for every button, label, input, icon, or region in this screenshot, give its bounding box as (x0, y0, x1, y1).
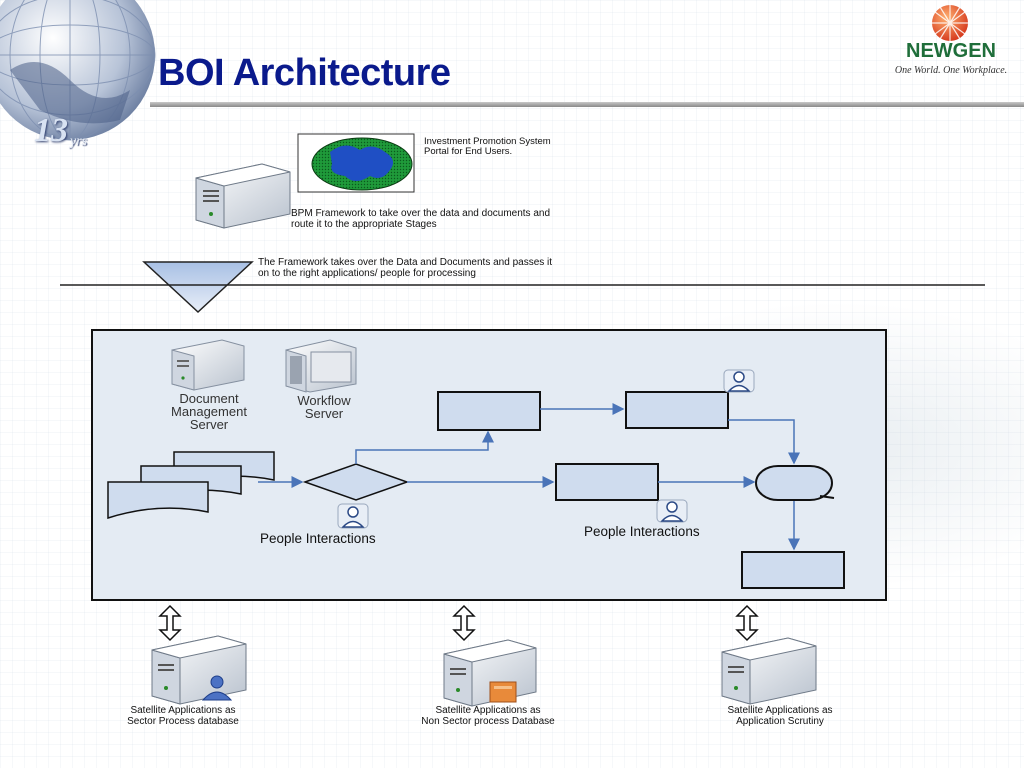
page-title: BOI Architecture (158, 52, 451, 94)
people-interactions-label-left: People Interactions (260, 531, 376, 546)
people-interactions-label-right: People Interactions (584, 524, 700, 539)
process-box-bottom-right (741, 551, 845, 589)
terminator-node (755, 465, 833, 501)
connector-top-right-to-terminator (728, 419, 800, 465)
years-badge: 13 yrs (30, 108, 100, 158)
satellite-label-sector: Satellite Applications as Sector Process… (127, 705, 239, 727)
process-box-middle (555, 463, 659, 501)
sector-database-server-icon (151, 635, 247, 705)
person-icon (656, 499, 688, 523)
newgen-logo: NEWGEN One World. One Workplace. (880, 4, 1022, 80)
badge-unit: yrs (70, 134, 88, 149)
documents-stack-icon (107, 451, 275, 520)
terminator-tail (819, 495, 835, 499)
badge-number: 13 (34, 112, 68, 149)
document-management-server-icon (171, 339, 245, 391)
globe-decoration (0, 0, 156, 141)
brand-tagline: One World. One Workplace. (894, 65, 1008, 76)
bidirectional-arrow-icon (158, 604, 182, 642)
portal-annotation: Investment Promotion System Portal for E… (424, 136, 551, 157)
process-box-top-left (437, 391, 541, 431)
bidirectional-arrow-icon (735, 604, 759, 642)
person-icon (337, 503, 369, 529)
title-divider (150, 102, 1024, 107)
dms-server-label: Document Management Server (171, 391, 247, 432)
framework-funnel (142, 261, 254, 314)
process-box-top-right (625, 391, 729, 429)
satellite-label-scrutiny: Satellite Applications as Application Sc… (727, 705, 833, 727)
satellite-label-non-sector: Satellite Applications as Non Sector pro… (421, 705, 555, 727)
brand-name: NEWGEN (906, 40, 996, 62)
non-sector-database-server-icon (443, 639, 537, 707)
person-icon (723, 369, 755, 393)
bpm-server-icon (195, 163, 291, 229)
bpm-annotation: BPM Framework to take over the data and … (291, 208, 551, 230)
framework-annotation: The Framework takes over the Data and Do… (258, 257, 553, 279)
connector-decision-to-top-left (355, 430, 494, 464)
workflow-server-label: Workflow Server (297, 393, 351, 421)
newgen-emblem-icon (932, 5, 968, 41)
globe-land (330, 145, 394, 181)
application-scrutiny-server-icon (721, 637, 817, 705)
workflow-server-icon (285, 339, 357, 393)
bidirectional-arrow-icon (452, 604, 476, 642)
